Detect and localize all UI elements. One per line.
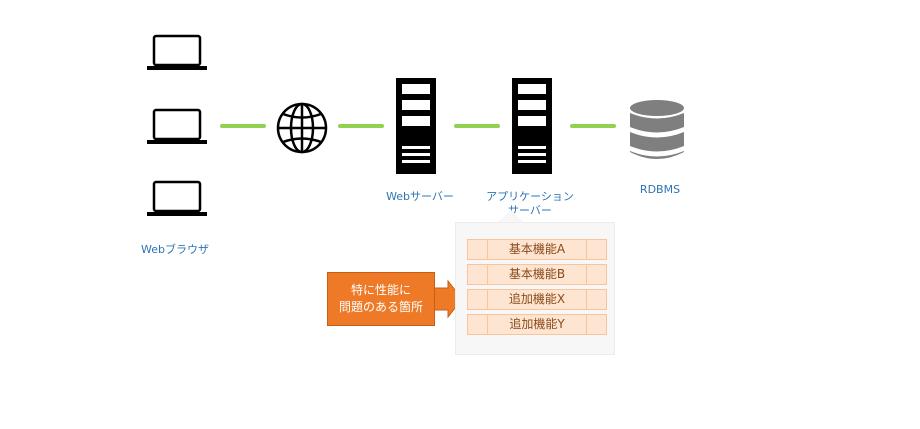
app-server-label: アプリケーション サーバー bbox=[470, 190, 590, 218]
server-icon bbox=[512, 78, 552, 174]
module-label: 基本機能A bbox=[508, 242, 566, 256]
laptop-icon bbox=[147, 180, 207, 216]
module-label: 追加機能X bbox=[508, 292, 566, 306]
laptop-icon bbox=[147, 108, 207, 144]
module-panel-pointer bbox=[497, 210, 525, 223]
laptop-icon bbox=[147, 34, 207, 70]
globe-icon bbox=[276, 102, 328, 154]
database-icon bbox=[630, 100, 684, 159]
module-label: 基本機能B bbox=[508, 267, 566, 281]
module-box: 追加機能X bbox=[467, 289, 607, 310]
server-icon bbox=[396, 78, 436, 174]
module-box: 追加機能Y bbox=[467, 314, 607, 335]
module-label: 追加機能Y bbox=[509, 317, 565, 331]
module-box: 基本機能A bbox=[467, 239, 607, 260]
module-box: 基本機能B bbox=[467, 264, 607, 285]
web-server-label: Webサーバー bbox=[386, 190, 454, 203]
annotation-line2: 問題のある箇所 bbox=[338, 300, 423, 314]
app-server-label-line1: アプリケーション bbox=[486, 190, 574, 203]
annotation-box: 特に性能に 問題のある箇所 bbox=[327, 272, 435, 326]
browser-label: Webブラウザ bbox=[141, 243, 209, 256]
db-label: RDBMS bbox=[639, 183, 681, 196]
annotation-line1: 特に性能に bbox=[350, 283, 411, 297]
app-server-label-line2: サーバー bbox=[508, 204, 552, 217]
